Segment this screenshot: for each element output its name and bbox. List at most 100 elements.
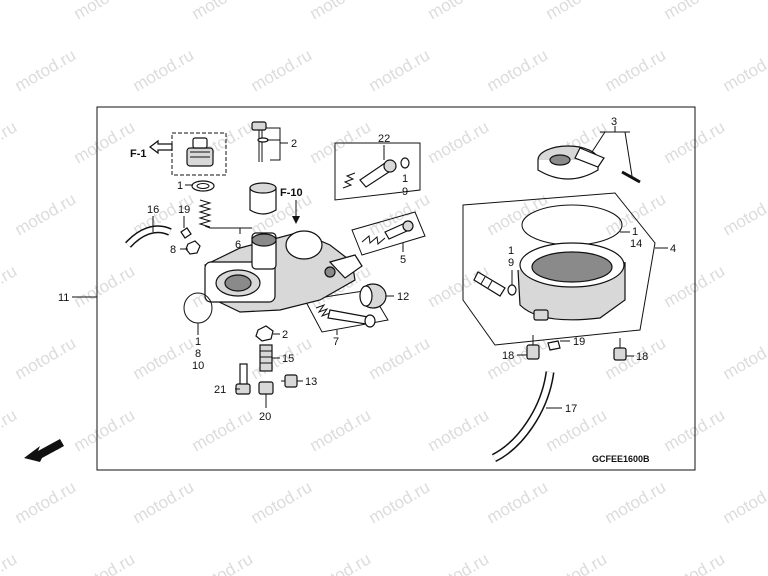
bowl-screw-18-right bbox=[613, 338, 627, 361]
callout-2-bottom: 2 bbox=[282, 329, 288, 341]
watermark-text: motod.ru bbox=[425, 549, 493, 576]
watermark-text: motod.ru bbox=[484, 333, 552, 383]
rubber-cap bbox=[359, 283, 387, 309]
callout-16: 16 bbox=[147, 204, 159, 216]
callout-2-top: 2 bbox=[291, 138, 297, 150]
float-chamber-cover bbox=[537, 145, 605, 180]
watermark-text: motod.ru bbox=[12, 189, 80, 239]
callout-21: 21 bbox=[214, 384, 226, 396]
watermark-text: motod.ru bbox=[71, 117, 139, 167]
watermark-text: motod.ru bbox=[720, 45, 768, 95]
watermark-text: motod.ru bbox=[12, 45, 80, 95]
diagram-frame bbox=[96, 106, 696, 471]
watermark-text: motod.ru bbox=[366, 333, 434, 383]
carburetor-body bbox=[204, 230, 363, 313]
callout-1-top: 1 bbox=[177, 180, 183, 192]
callout-19-right: 19 bbox=[573, 336, 585, 348]
callout-18-right: 18 bbox=[636, 351, 648, 363]
callout-9-bowl: 9 bbox=[508, 257, 514, 269]
callout-15: 15 bbox=[282, 353, 294, 365]
callout-numbers: 1 2 3 22 1 9 16 19 6 8 5 11 12 7 1 8 10 … bbox=[58, 116, 676, 423]
watermark-text: motod.ru bbox=[130, 477, 198, 527]
watermark-text: motod.ru bbox=[0, 549, 20, 576]
watermark-text: motod.ru bbox=[484, 189, 552, 239]
front-direction-arrow bbox=[24, 439, 64, 462]
slow-jet bbox=[235, 363, 251, 395]
drawing-code: GCFEE1600B bbox=[592, 454, 650, 464]
watermark-text: motod.ru bbox=[425, 405, 493, 455]
watermark-text: motod.ru bbox=[484, 45, 552, 95]
callout-18-left: 18 bbox=[502, 350, 514, 362]
callout-19-left: 19 bbox=[178, 204, 190, 216]
group-5-frame bbox=[351, 211, 426, 256]
callout-11: 11 bbox=[58, 292, 69, 304]
throttle-spring bbox=[198, 199, 212, 228]
callout-8-left: 8 bbox=[170, 244, 176, 256]
f1-group-box bbox=[171, 132, 227, 176]
ref-f1: F-1 bbox=[130, 148, 147, 160]
watermark-text: motod.ru bbox=[484, 477, 552, 527]
watermark-text: motod.ru bbox=[130, 45, 198, 95]
watermark-text: motod.ru bbox=[12, 333, 80, 383]
main-jet-washer bbox=[255, 325, 274, 342]
callout-10: 10 bbox=[192, 360, 204, 372]
bowl-screw-18-left bbox=[526, 335, 540, 360]
callout-7: 7 bbox=[333, 336, 339, 348]
tube-clip-right bbox=[547, 340, 561, 351]
callout-20: 20 bbox=[259, 411, 271, 423]
watermark-text: motod.ru bbox=[12, 477, 80, 527]
cap-o-ring bbox=[191, 180, 215, 192]
watermark-text: motod.ru bbox=[425, 117, 493, 167]
throttle-valve bbox=[249, 182, 277, 215]
callout-1-bowl: 1 bbox=[508, 245, 514, 257]
watermark-text: motod.ru bbox=[307, 117, 375, 167]
watermark-text: motod.ru bbox=[602, 477, 670, 527]
watermark-text: motod.ru bbox=[661, 549, 729, 576]
carburetor-cap bbox=[186, 137, 214, 167]
watermark-text: motod.ru bbox=[0, 0, 20, 23]
watermark-text: motod.ru bbox=[661, 405, 729, 455]
watermark-text: motod.ru bbox=[248, 45, 316, 95]
drain-tube bbox=[491, 371, 555, 463]
group-22-frame bbox=[334, 142, 421, 201]
watermark-text: motod.ru bbox=[425, 261, 493, 311]
watermark-text: motod.ru bbox=[71, 0, 139, 23]
hex-nut-left bbox=[185, 240, 201, 255]
watermark-text: motod.ru bbox=[661, 0, 729, 23]
callout-14: 14 bbox=[630, 238, 642, 250]
watermark-text: motod.ru bbox=[307, 405, 375, 455]
tube-clip-left bbox=[180, 227, 192, 239]
watermark-text: motod.ru bbox=[0, 405, 20, 455]
bowl-washer bbox=[507, 284, 517, 296]
watermark-text: motod.ru bbox=[71, 549, 139, 576]
f1-reference-arrow bbox=[149, 139, 173, 155]
leader-lines bbox=[72, 126, 668, 409]
idle-screw-set bbox=[361, 220, 414, 245]
watermark-text: motod.ru bbox=[189, 549, 257, 576]
callout-1-g22: 1 bbox=[402, 173, 408, 185]
watermark-text: motod.ru bbox=[720, 477, 768, 527]
bowl-screw-left bbox=[473, 271, 506, 297]
watermark-text: motod.ru bbox=[425, 0, 493, 23]
callout-17: 17 bbox=[565, 403, 577, 415]
watermark-text: motod.ru bbox=[189, 405, 257, 455]
callout-4: 4 bbox=[670, 243, 676, 255]
group-7-frame bbox=[304, 289, 389, 333]
watermark-text: motod.ru bbox=[71, 261, 139, 311]
watermark-text: motod.ru bbox=[661, 117, 729, 167]
float-bowl bbox=[517, 242, 626, 321]
watermark-text: motod.ru bbox=[602, 45, 670, 95]
watermark-text: motod.ru bbox=[71, 405, 139, 455]
callout-22: 22 bbox=[378, 133, 390, 145]
cap-o-ring-inner bbox=[196, 183, 210, 189]
callout-13: 13 bbox=[305, 376, 317, 388]
jet-needle bbox=[251, 121, 269, 162]
watermark-text: motod.ru bbox=[307, 549, 375, 576]
watermark-text: motod.ru bbox=[543, 549, 611, 576]
main-jet bbox=[258, 381, 274, 395]
watermark-text: motod.ru bbox=[720, 333, 768, 383]
ref-f10: F-10 bbox=[280, 187, 303, 199]
watermark-text: motod.ru bbox=[543, 0, 611, 23]
